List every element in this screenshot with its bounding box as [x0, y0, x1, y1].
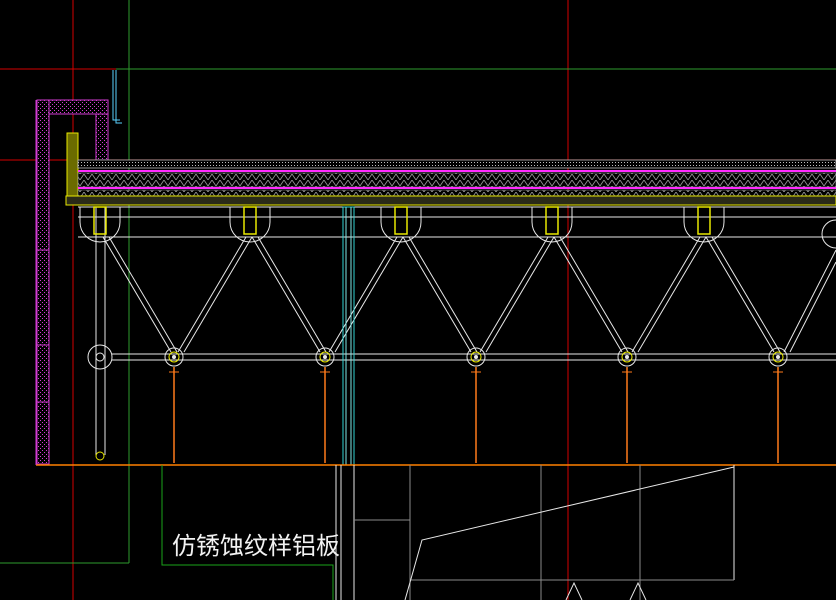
ceiling-line: [35, 100, 836, 466]
truss-end-post: [87, 207, 113, 461]
lower-elevation: [335, 465, 735, 600]
ceiling-hangers: [169, 367, 783, 463]
truss-bottom-nodes: [164, 347, 788, 367]
annotation-leader: [161, 465, 334, 600]
guide-lines: [0, 0, 836, 564]
truss-diagonals: [102, 236, 836, 353]
roof-layers: [65, 159, 836, 238]
truss-bottom-chord: [112, 353, 836, 361]
parapet-wall: [36, 99, 109, 465]
purlin-clips: [79, 206, 836, 249]
coping-flashing: [66, 70, 122, 206]
annotation-label: 仿锈蚀纹样铝板: [172, 532, 340, 560]
